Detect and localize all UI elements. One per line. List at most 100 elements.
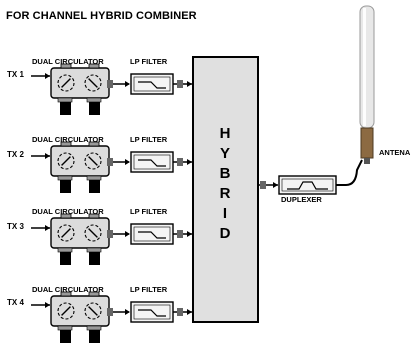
connector: [107, 308, 113, 316]
dual-circulator-4: [50, 295, 110, 327]
circulator-port-top-right: [88, 141, 100, 147]
circulator-ring: [57, 74, 75, 92]
hybrid-block: [192, 56, 259, 323]
antenna-radome: [359, 5, 375, 129]
duplexer-box: [278, 175, 337, 195]
connector: [107, 80, 113, 88]
duplexer-inner: [281, 178, 334, 192]
termination-load-right: [89, 252, 100, 265]
tx-label-2: TX 2: [7, 150, 24, 159]
circulator-ring: [57, 302, 75, 320]
tx-arrow-1: [45, 73, 50, 79]
lp-filter-inner: [133, 76, 171, 92]
circulator-port-top-left: [60, 141, 72, 147]
lowpass-curve-icon: [138, 309, 166, 317]
circulator-ring: [84, 302, 102, 320]
termination-flange-right: [86, 247, 102, 253]
filter-arrow-3: [125, 231, 130, 237]
circulator-arrow: [61, 306, 71, 316]
diagram-title: FOR CHANNEL HYBRID COMBINER: [6, 10, 197, 22]
hybrid-letter-4: R: [219, 185, 231, 202]
termination-flange-left: [57, 97, 73, 103]
circulator-arrow: [61, 228, 71, 238]
hybrid-arrow-3: [187, 231, 192, 237]
circulator-port-top-right: [88, 291, 100, 297]
dual-circulator-2: [50, 145, 110, 177]
circulator-arrow: [61, 78, 71, 88]
circulator-label-3: DUAL CIRCULATOR: [32, 207, 104, 216]
termination-load-left: [60, 102, 71, 115]
termination-load-right: [89, 102, 100, 115]
circulator-ring: [57, 152, 75, 170]
filter-arrow-4: [125, 309, 130, 315]
duplexer-label: DUPLEXER: [281, 195, 322, 204]
termination-flange-left: [57, 247, 73, 253]
antenna-connector: [364, 158, 370, 164]
connector: [107, 158, 113, 166]
termination-flange-right: [86, 325, 102, 331]
termination-load-right: [89, 330, 100, 343]
filter-label-1: LP FILTER: [130, 57, 168, 66]
channel-3: [31, 213, 192, 265]
hybrid-letter-5: I: [222, 205, 228, 222]
tx-arrow-2: [45, 153, 50, 159]
filter-arrow-2: [125, 159, 130, 165]
tx-label-4: TX 4: [7, 298, 24, 307]
connector: [107, 230, 113, 238]
circulator-ring: [84, 74, 102, 92]
termination-load-left: [60, 180, 71, 193]
connector: [177, 158, 183, 166]
hybrid-letter-2: Y: [219, 145, 230, 162]
circulator-label-2: DUAL CIRCULATOR: [32, 135, 104, 144]
antenna-base: [360, 127, 374, 159]
filter-label-3: LP FILTER: [130, 207, 168, 216]
hybrid-letter-6: D: [219, 225, 231, 242]
lowpass-curve-icon: [138, 231, 166, 239]
dual-circulator-3: [50, 217, 110, 249]
circulator-arrow: [88, 78, 98, 88]
circulator-port-top-left: [60, 291, 72, 297]
lowpass-curve-icon: [138, 81, 166, 89]
termination-load-left: [60, 252, 71, 265]
tx-label-1: TX 1: [7, 70, 24, 79]
circulator-label-1: DUAL CIRCULATOR: [32, 57, 104, 66]
circulator-arrow: [88, 306, 98, 316]
circulator-label-4: DUAL CIRCULATOR: [32, 285, 104, 294]
termination-flange-right: [86, 175, 102, 181]
lp-filter-inner: [133, 154, 171, 170]
termination-flange-left: [57, 325, 73, 331]
termination-flange-right: [86, 97, 102, 103]
circulator-port-top-left: [60, 63, 72, 69]
channel-2: [31, 141, 192, 193]
channel-1: [31, 63, 192, 115]
connector: [177, 80, 183, 88]
hybrid-arrow-2: [187, 159, 192, 165]
antenna-label: ANTENA: [379, 148, 411, 157]
connector: [177, 230, 183, 238]
circulator-ring: [84, 152, 102, 170]
circulator-port-top-right: [88, 213, 100, 219]
circulator-arrow: [88, 156, 98, 166]
filter-arrow-1: [125, 81, 130, 87]
termination-flange-left: [57, 175, 73, 181]
lowpass-curve-icon: [138, 159, 166, 167]
circulator-arrow: [61, 156, 71, 166]
hybrid-arrow-4: [187, 309, 192, 315]
dual-circulator-1: [50, 67, 110, 99]
antenna-highlight: [363, 8, 366, 126]
circulator-port-top-left: [60, 213, 72, 219]
circulator-port-top-right: [88, 63, 100, 69]
circulator-ring: [57, 224, 75, 242]
hybrid-letter-1: H: [219, 125, 231, 142]
duplexer-arrow: [273, 182, 278, 188]
lp-filter-inner: [133, 304, 171, 320]
hybrid-letter-3: B: [219, 165, 231, 182]
connector: [260, 181, 266, 189]
tx-arrow-4: [45, 302, 50, 308]
antenna-cable: [336, 159, 363, 186]
circulator-arrow: [88, 228, 98, 238]
channel-4: [31, 291, 192, 343]
lp-filter-inner: [133, 226, 171, 242]
